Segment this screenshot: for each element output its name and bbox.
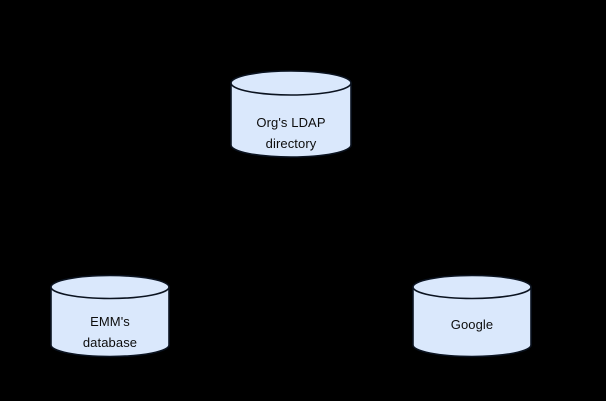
database-cylinder-icon	[412, 274, 532, 358]
node-emms-database[interactable]: EMM's database	[50, 274, 170, 358]
node-orgs-ldap-directory[interactable]: Org's LDAP directory	[230, 70, 352, 158]
node-google[interactable]: Google	[412, 274, 532, 358]
database-cylinder-icon	[50, 274, 170, 358]
database-cylinder-icon	[230, 70, 352, 158]
